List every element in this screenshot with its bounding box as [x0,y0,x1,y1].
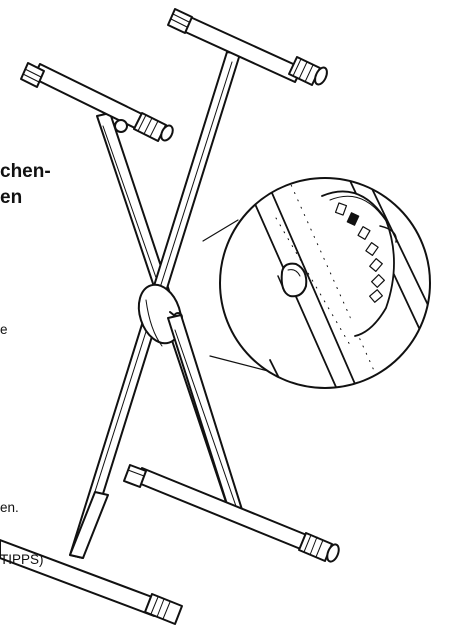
top-support-bar-left [20,62,174,142]
bottom-foot-left [0,539,183,625]
callout-line-upper [202,219,239,242]
bottom-foot-right [123,464,340,563]
side-text-fragment: e [0,322,8,337]
caption-fragment: en. [0,500,19,515]
heading-fragment-line-2: en [0,187,23,208]
detail-magnifier-circle [219,177,431,389]
label-fragment: TIPPS) [0,552,44,567]
lock-knob-detail [277,262,308,298]
top-support-bar-right [167,8,328,86]
callout-line-lower [209,355,273,373]
heading-fragment-line-1: chen- [0,161,51,182]
